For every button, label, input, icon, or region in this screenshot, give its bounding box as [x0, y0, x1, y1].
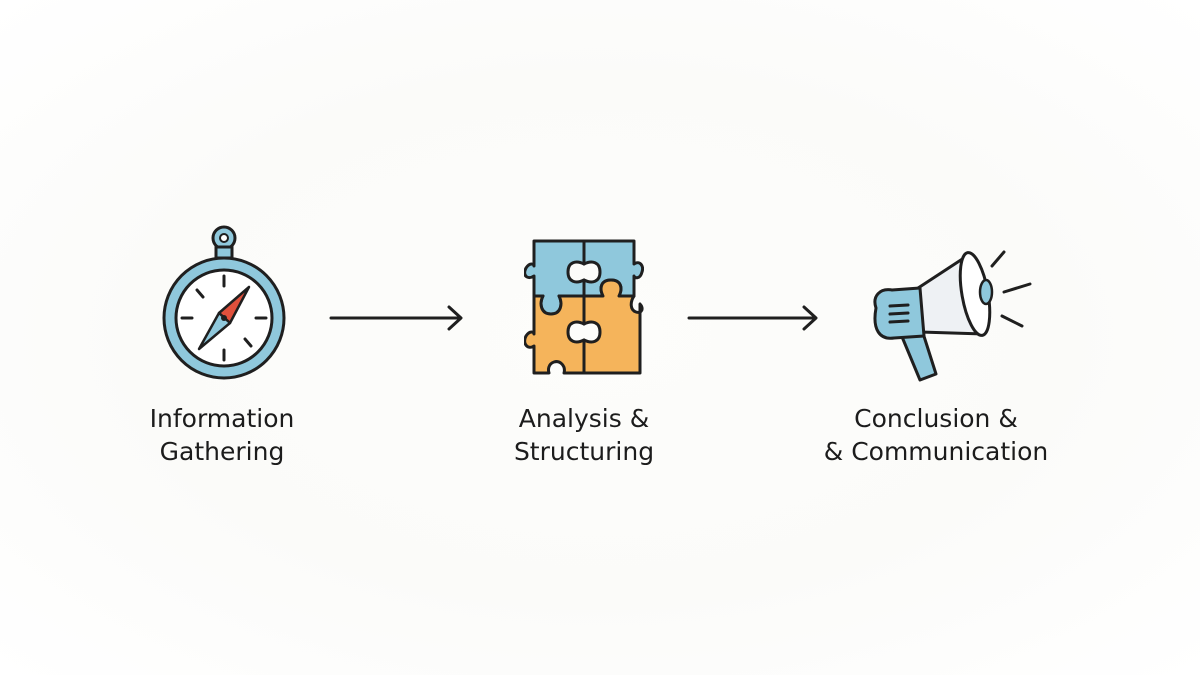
step-1-line-2: Gathering: [159, 437, 285, 466]
step-3-line-2: & Communication: [823, 437, 1049, 466]
step-1-line-1: Information: [149, 404, 295, 433]
compass-icon: [162, 225, 286, 380]
puzzle-icon: [524, 239, 644, 375]
step-label-information-gathering: Information Gathering: [92, 402, 352, 468]
step-3-line-1: Conclusion &: [854, 404, 1018, 433]
arrow-right-icon: [687, 305, 818, 331]
step-label-analysis-structuring: Analysis & Structuring: [454, 402, 714, 468]
step-label-conclusion-communication: Conclusion & & Communication: [806, 402, 1066, 468]
step-2-line-1: Analysis &: [518, 404, 650, 433]
arrow-right-icon: [329, 305, 463, 331]
megaphone-icon: [873, 250, 1032, 382]
step-2-line-2: Structuring: [513, 437, 655, 466]
